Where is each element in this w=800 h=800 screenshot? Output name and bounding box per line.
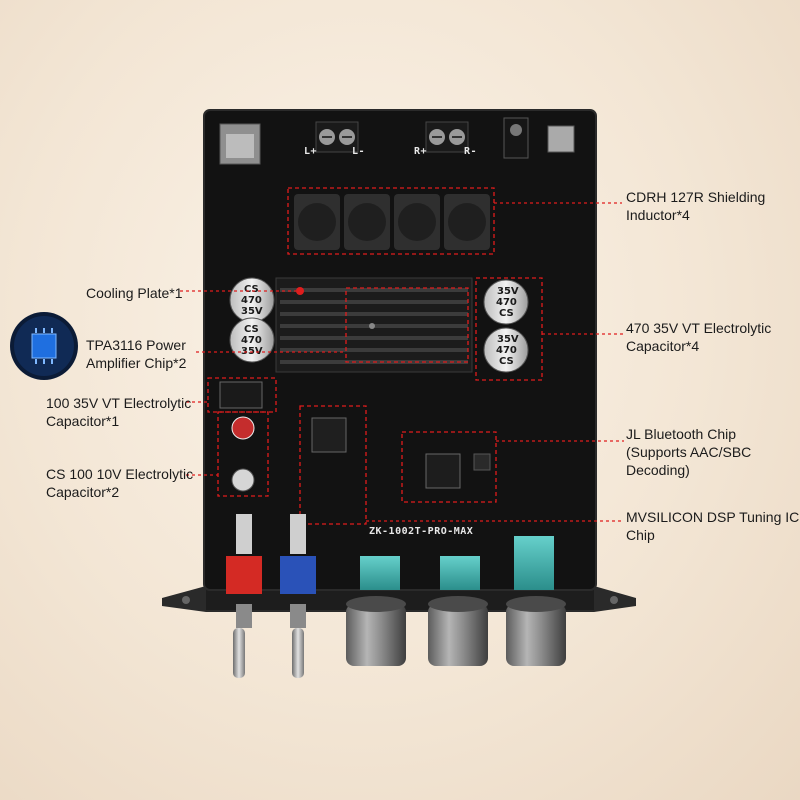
jl-crystal — [473, 453, 491, 471]
treble-knob[interactable] — [428, 596, 488, 666]
svg-text:CS: CS — [499, 356, 514, 367]
speaker-terminal-left — [315, 121, 359, 153]
callout-inductor: CDRH 127R Shielding Inductor*4 — [626, 189, 766, 223]
jl-highlight-box — [401, 431, 497, 503]
jl-bluetooth-chip — [425, 453, 461, 489]
toggle-switch-blue[interactable] — [280, 514, 316, 678]
speaker-terminal-right — [425, 121, 469, 153]
potentiometer-1 — [360, 556, 400, 590]
svg-text:CS: CS — [244, 284, 259, 295]
callout-cs100: CS 100 10V Electrolytic Capacitor*2 — [46, 466, 194, 500]
terminal-label-l-minus: L- — [352, 146, 366, 157]
callout-cap470: 470 35V VT Electrolytic Capacitor*4 — [626, 320, 772, 354]
cs100-capacitors — [231, 416, 255, 492]
inductors — [294, 194, 490, 250]
svg-text:CS: CS — [244, 324, 259, 335]
bass-knob[interactable] — [506, 596, 566, 666]
svg-text:35V: 35V — [497, 334, 519, 345]
terminal-label-l-plus: L+ — [304, 146, 318, 157]
cap100vt — [219, 381, 263, 409]
svg-text:CS: CS — [499, 308, 514, 319]
callout-cooling-plate: Cooling Plate*1 — [86, 285, 183, 301]
svg-text:35V: 35V — [241, 306, 263, 317]
capacitor-470-left: CS 470 35V CS 470 35V — [229, 277, 275, 363]
callout-lines — [180, 202, 624, 522]
svg-text:35V: 35V — [497, 286, 519, 297]
callout-tpa-chip: TPA3116 Power Amplifier Chip*2 — [86, 337, 187, 371]
cooling-plate-marker — [296, 287, 304, 295]
potentiometer-2 — [440, 556, 480, 590]
cooling-plate — [275, 277, 473, 373]
cs100-highlight-box — [217, 411, 269, 497]
terminal-label-r-plus: R+ — [414, 146, 428, 157]
inductor-highlight-box — [287, 187, 495, 255]
potentiometer-3 — [514, 536, 554, 590]
toggle-switch-red[interactable] — [226, 514, 262, 678]
callout-cap100vt: 100 35V VT Electrolytic Capacitor*1 — [46, 395, 192, 429]
capacitor-470-right: 35V 470 CS 35V 470 CS — [483, 279, 529, 373]
micro-usb — [547, 125, 575, 153]
callout-dsp-chip: MVSILICON DSP Tuning IC Chip — [626, 509, 800, 543]
svg-text:470: 470 — [496, 297, 517, 308]
usb-connector — [219, 123, 261, 165]
dsp-highlight-box — [299, 405, 367, 525]
callout-jl-chip: JL Bluetooth Chip (Supports AAC/SBC Deco… — [626, 426, 752, 478]
svg-text:470: 470 — [241, 295, 262, 306]
terminal-label-r-minus: R- — [464, 146, 478, 157]
audio-jack — [503, 117, 529, 159]
model-silkscreen: ZK-1002T-PRO-MAX — [369, 526, 474, 537]
dsp-chip — [311, 417, 347, 453]
chip-icon — [10, 312, 78, 380]
svg-text:470: 470 — [496, 345, 517, 356]
volume-knob[interactable] — [346, 596, 406, 666]
svg-text:470: 470 — [241, 335, 262, 346]
